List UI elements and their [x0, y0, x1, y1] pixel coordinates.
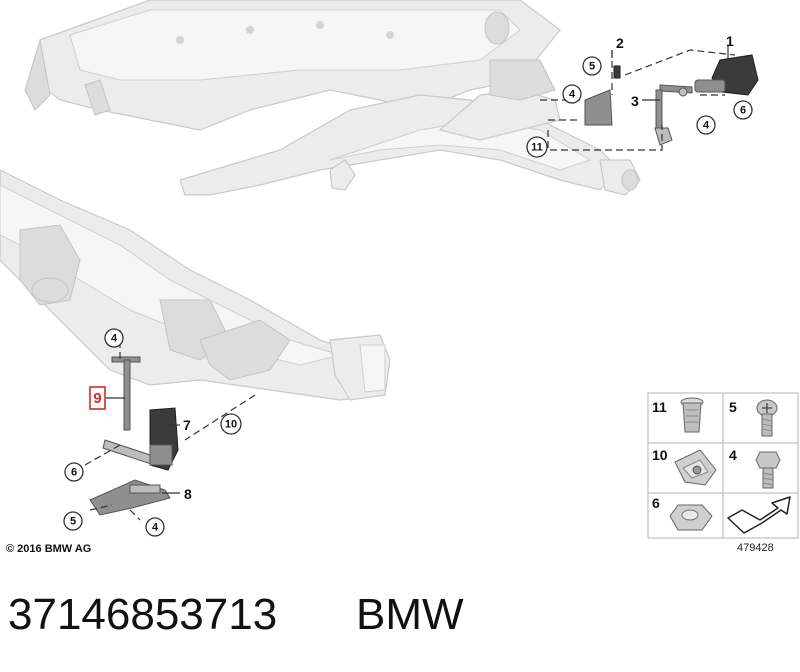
callout-circle: 4 [145, 517, 165, 537]
callout-number: 7 [183, 417, 191, 433]
legend-label: 11 [652, 399, 667, 415]
callout-number: 1 [726, 33, 734, 49]
hex-nut-icon [669, 504, 713, 531]
legend-label: 6 [652, 495, 660, 511]
assembly-line [84, 444, 121, 466]
fastener-legend: 11 5 10 4 6 [647, 392, 799, 539]
callout-label: 4 [703, 120, 710, 132]
callout-label: 4 [569, 89, 576, 101]
callout-circle: 6 [64, 462, 84, 482]
callout-number: 8 [184, 486, 192, 502]
highlighted-callout-9: 9 [89, 386, 106, 410]
assembly-line [184, 394, 256, 441]
callout-circle: 4 [562, 84, 582, 104]
drawing-number: 479428 [737, 542, 774, 554]
highlighted-callout-label: 9 [93, 390, 101, 407]
copyright-notice: © 2016 BMW AG [6, 543, 92, 555]
circled-callouts: 5 4 6 4 11 4 10 6 5 4 [63, 56, 753, 537]
callout-circle: 5 [582, 56, 602, 76]
brand-name: BMW [356, 590, 464, 639]
rivet-nut-icon [680, 397, 704, 433]
assembly-line [624, 49, 736, 76]
callout-label: 6 [71, 467, 77, 479]
part-number: 37146853713 [8, 590, 278, 639]
legend-label: 4 [729, 447, 737, 463]
assembly-line [89, 504, 113, 511]
callout-label: 11 [531, 142, 543, 154]
callout-circle: 11 [526, 136, 548, 158]
callout-label: 6 [740, 105, 746, 117]
lower-subframe-illustration [0, 169, 391, 401]
callout-circle: 6 [733, 100, 753, 120]
plain-callouts: 2 1 3 7 8 [183, 33, 734, 502]
callout-label: 5 [589, 61, 595, 73]
callout-label: 3 [631, 93, 639, 109]
clip-nut-icon [674, 449, 717, 486]
assembly-line [129, 509, 141, 521]
legend-label: 5 [729, 399, 737, 415]
callout-label: 8 [184, 486, 192, 502]
upper-bracket-part [584, 89, 613, 126]
upper-sensor-assembly [584, 54, 759, 146]
callout-circle: 10 [220, 413, 242, 435]
callout-label: 5 [70, 516, 76, 528]
assembly-line [547, 125, 663, 151]
callout-label: 10 [225, 419, 237, 431]
legend-label: 10 [652, 447, 668, 463]
callout-label: 4 [111, 333, 118, 345]
callout-label: 1 [726, 33, 734, 49]
callout-circle: 4 [696, 115, 716, 135]
direction-arrow-icon [727, 496, 791, 534]
lower-sensor-assembly [89, 356, 179, 516]
callout-number: 2 [616, 35, 624, 51]
callout-label: 2 [616, 35, 624, 51]
upper-subframe-illustration [24, 0, 641, 196]
callout-circle: 4 [104, 328, 124, 348]
callout-circle: 5 [63, 511, 83, 531]
callout-label: 4 [152, 522, 159, 534]
callout-label: 7 [183, 417, 191, 433]
callout-number: 3 [631, 93, 639, 109]
screw-icon [756, 399, 778, 437]
bolt-icon [755, 451, 781, 489]
sensor-linkage-part [123, 359, 131, 431]
